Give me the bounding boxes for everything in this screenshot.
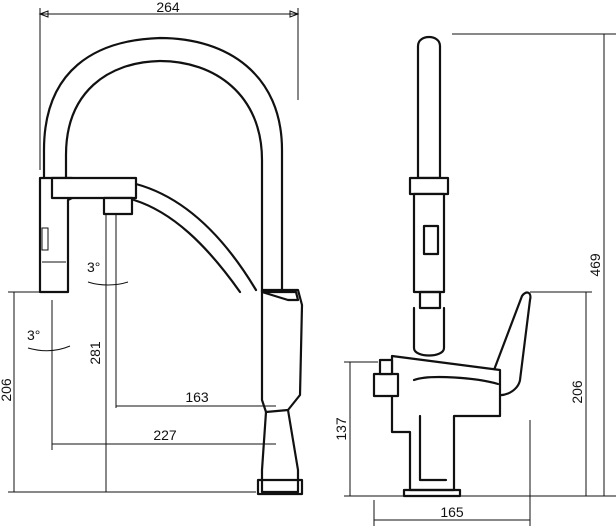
dim-137-label: 137 <box>333 417 349 441</box>
side-neck <box>412 306 446 357</box>
pullout-hose-inner <box>132 198 242 294</box>
faucet-base <box>256 478 304 496</box>
dim-165-label: 165 <box>440 504 464 520</box>
angle-lower-label: 3° <box>27 327 40 343</box>
faucet-handle <box>260 290 300 302</box>
faucet-body <box>260 288 304 414</box>
pullout-hose <box>134 182 258 292</box>
side-collar <box>408 176 450 196</box>
side-spray-nozzle <box>418 290 442 310</box>
gooseneck-spout <box>42 36 284 294</box>
hose-collar <box>50 176 138 200</box>
side-inlet <box>418 414 448 482</box>
dim-281-label: 281 <box>87 341 103 365</box>
side-body-inner <box>412 375 500 386</box>
dim-227-label: 227 <box>153 427 177 443</box>
front-view: 264 206 281 163 227 3° 3° <box>0 0 304 496</box>
dim-163-label: 163 <box>185 389 209 405</box>
dim-206-front-label: 206 <box>0 378 14 402</box>
side-filter-cap <box>378 358 394 376</box>
side-spray-window <box>422 224 440 256</box>
hose-collar-front <box>102 196 134 216</box>
dim-206-side-label: 206 <box>569 380 585 404</box>
angle-upper-label: 3° <box>87 259 100 275</box>
side-view: 469 206 137 165 <box>333 33 616 526</box>
side-spout-column <box>416 35 442 180</box>
side-filter-knob <box>372 372 400 398</box>
side-base <box>402 488 462 498</box>
dim-469-label: 469 <box>587 253 603 277</box>
faucet-neck <box>260 408 300 494</box>
spray-head-button <box>41 227 49 251</box>
dim-264-label: 264 <box>156 0 180 15</box>
gooseneck-spout-inner <box>64 59 264 294</box>
